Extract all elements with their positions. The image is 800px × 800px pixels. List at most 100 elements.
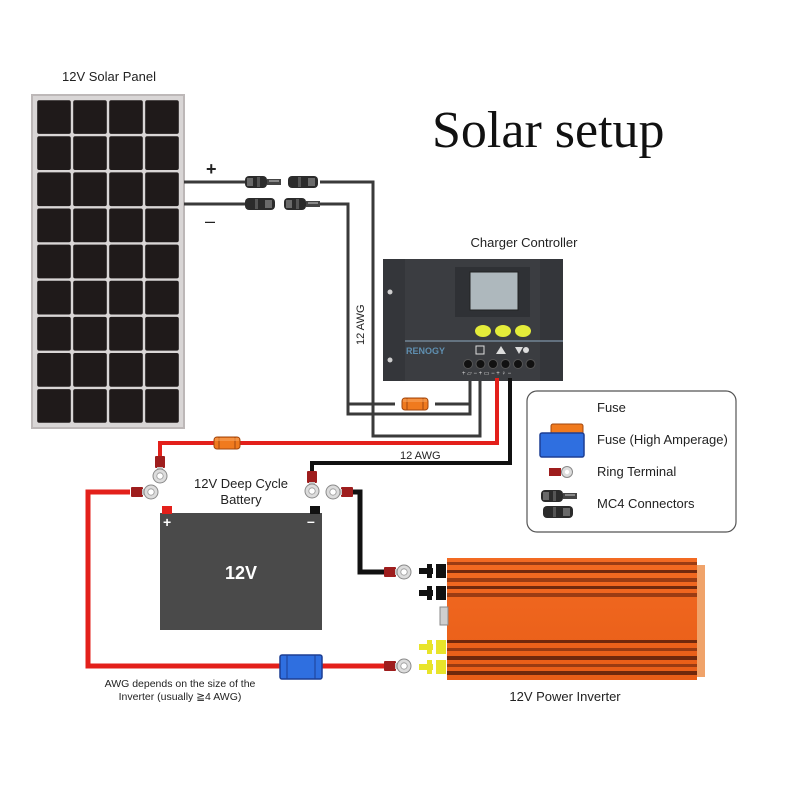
inverter-body xyxy=(447,558,697,680)
solar-cell xyxy=(109,208,143,243)
solar-cell xyxy=(145,352,179,387)
controller-button-2[interactable] xyxy=(495,325,511,337)
solar-cell xyxy=(109,316,143,351)
inverter-heatsink-fin xyxy=(447,586,697,589)
legend: Fuse Fuse (High Amperage) Ring Terminal … xyxy=(526,390,737,533)
solar-cell xyxy=(37,316,71,351)
inverter-wire-note-line1: AWG depends on the size of the xyxy=(105,678,256,690)
ring-terminal xyxy=(304,470,320,499)
controller-terminal-screw xyxy=(500,359,511,369)
inverter-heatsink-fin xyxy=(447,671,697,675)
solar-indicator-icon xyxy=(475,345,485,355)
battery-positive-sign: + xyxy=(163,514,171,530)
solar-cell xyxy=(37,280,71,315)
controller-terminal-screw xyxy=(525,359,536,369)
solar-cell xyxy=(145,100,179,134)
battery-inverter-wires xyxy=(85,489,385,669)
pv-positive-wire xyxy=(320,180,482,438)
inverter-heatsink-fin xyxy=(447,578,697,582)
solar-cell xyxy=(73,100,107,134)
solar-cell xyxy=(37,389,71,423)
solar-cell xyxy=(109,100,143,134)
svg-text:+ ▱ − + ▭ − + ♀ −: + ▱ − + ▭ − + ♀ − xyxy=(462,371,512,377)
controller-battery-wires xyxy=(158,378,512,478)
solar-cell xyxy=(73,352,107,387)
solar-cell xyxy=(145,136,179,171)
panel-positive-sign: + xyxy=(206,159,217,179)
inverter-heatsink-fin xyxy=(447,656,697,660)
solar-cell xyxy=(73,136,107,171)
inverter-wire-note-line2: Inverter (usually ≧4 AWG) xyxy=(119,691,242,703)
controller-terminal-screw xyxy=(488,359,498,369)
solar-cell xyxy=(109,280,143,315)
ring-terminal xyxy=(130,484,159,500)
battery: 12V Deep Cycle Battery + – 12V xyxy=(160,476,322,630)
ring-terminal xyxy=(152,455,168,484)
load-indicator-icon xyxy=(515,347,523,354)
solar-cell xyxy=(37,244,71,279)
ring-terminal xyxy=(383,658,412,674)
charge-controller: Charger Controller RENOGY + ▱ − + ▭ − + … xyxy=(383,235,578,381)
high-amperage-fuse xyxy=(279,654,323,680)
controller-button-3[interactable] xyxy=(515,325,531,337)
solar-cell xyxy=(37,136,71,171)
solar-cell xyxy=(145,280,179,315)
solar-cell xyxy=(109,244,143,279)
solar-cell xyxy=(109,389,143,423)
pv-wire-gauge-label: 12 AWG xyxy=(355,304,367,345)
solar-cell xyxy=(37,172,71,207)
diagram-title: Solar setup xyxy=(432,102,665,159)
legend-label-high-amp-fuse: Fuse (High Amperage) xyxy=(597,432,728,447)
inverter-negative-terminals xyxy=(419,564,446,600)
inverter-positive-wire xyxy=(85,489,283,669)
solar-panel-cells xyxy=(37,100,179,423)
warning-icon xyxy=(496,346,506,354)
solar-cell xyxy=(73,208,107,243)
solar-cell xyxy=(109,172,143,207)
inverter-heatsink-fin xyxy=(447,664,697,667)
ring-terminal xyxy=(383,564,412,580)
solar-cell xyxy=(109,352,143,387)
controller-lcd-screen xyxy=(469,271,519,311)
legend-label-mc4: MC4 Connectors xyxy=(597,496,695,511)
solar-cell xyxy=(37,352,71,387)
battery-line-fuse xyxy=(213,436,241,450)
charge-controller-label: Charger Controller xyxy=(471,235,579,250)
inverter-heatsink-fin xyxy=(447,640,697,643)
battery-negative-sign: – xyxy=(307,513,315,529)
ring-terminal xyxy=(325,484,354,500)
solar-cell xyxy=(109,136,143,171)
power-inverter: 12V Power Inverter xyxy=(419,558,705,704)
controller-terminal-screw xyxy=(513,359,523,369)
pv-fuse xyxy=(401,397,429,411)
controller-terminal-screw xyxy=(475,359,486,369)
controller-button-1[interactable] xyxy=(475,325,491,337)
solar-cell xyxy=(37,100,71,134)
legend-label-fuse: Fuse xyxy=(597,400,626,415)
solar-cell xyxy=(73,244,107,279)
inverter-positive-terminals xyxy=(419,640,446,674)
solar-cell xyxy=(73,316,107,351)
solar-cell xyxy=(73,280,107,315)
battery-voltage: 12V xyxy=(225,563,257,583)
legend-label-ring-terminal: Ring Terminal xyxy=(597,464,676,479)
mc4-connector-positive xyxy=(245,176,318,188)
inverter-negative-wire xyxy=(353,489,385,575)
solar-cell xyxy=(73,389,107,423)
ring-terminal-icon xyxy=(549,466,573,478)
solar-panel: 12V Solar Panel + – xyxy=(31,69,217,429)
solar-cell xyxy=(37,208,71,243)
mc4-connector-negative xyxy=(245,198,320,210)
controller-brand-logo: RENOGY xyxy=(406,346,445,356)
inverter-label: 12V Power Inverter xyxy=(509,689,621,704)
controller-terminals xyxy=(463,359,536,369)
inverter-heatsink-fin xyxy=(447,593,697,597)
controller-terminal-screw xyxy=(463,359,473,369)
solar-cell xyxy=(145,172,179,207)
inverter-heatsink-fin xyxy=(447,570,697,573)
controller-battery-negative-wire xyxy=(310,378,512,475)
battery-label-line1: 12V Deep Cycle xyxy=(194,476,288,491)
high-amperage-fuse-icon xyxy=(539,432,585,458)
solar-cell xyxy=(73,172,107,207)
